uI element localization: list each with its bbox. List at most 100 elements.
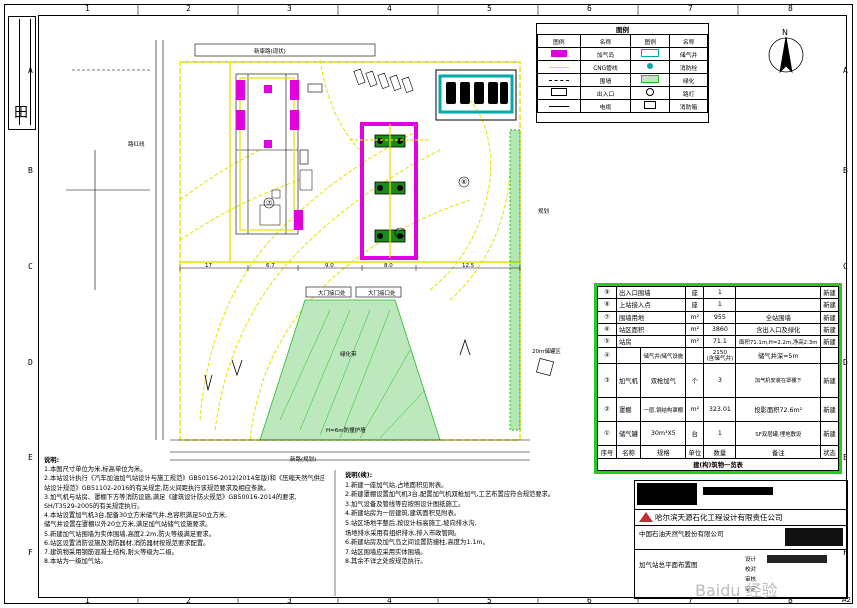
grid-row-label: E	[843, 453, 848, 462]
grid-col-label: 5	[487, 4, 492, 13]
grid-col-label: 8	[788, 596, 793, 605]
note-line: 7.站区围墙应采用实体围墙。	[345, 548, 427, 556]
grid-col-label: 4	[387, 596, 392, 605]
table-row: ⑥ 站区面积 m² 3860 含出入口及绿化 新建	[597, 322, 839, 337]
bottom-road-label: 新路(规划)	[290, 457, 317, 463]
table-row: ① 储气罐 30m³X5 台 1 SF双层罐,埋地敷设 新建	[597, 421, 839, 447]
legend-header: 名称	[669, 34, 708, 48]
legend-item: 消防栓	[669, 60, 708, 74]
note-line: 2.本站设计执行《汽车加油加气站设计与施工规范》GB50156-2012(201…	[44, 475, 324, 483]
gate-right-label: 大门接口处	[368, 291, 396, 297]
grid-col-label: 1	[85, 4, 90, 13]
height-note-label: H=6m防撞护墙	[326, 428, 366, 434]
note-line: 8.其余不详之处按规范执行。	[345, 558, 427, 566]
note-line: 1.新建一座加气站,占地面积见附表。	[345, 481, 448, 489]
table-header-row: 序号 名称 规格 单位 数量 备注 状态	[597, 445, 839, 459]
note-line: 7.建筑物采用钢筋混凝土结构,耐火等级为二级。	[44, 549, 178, 557]
north-label: N	[782, 28, 788, 37]
table-footer: 建(构)筑物一览表	[597, 457, 839, 472]
title-block: 哈尔滨天源石化工程设计有限责任公司 中国石油天然气股份有限公司 加气站总平面布置…	[634, 480, 848, 600]
drawing-frame	[4, 4, 853, 604]
grid-col-label: 4	[387, 4, 392, 13]
note-line: 3.加气设备及管线等应按照设计图纸施工。	[345, 500, 465, 508]
legend-header: 名称	[579, 34, 632, 48]
greenbelt-label: 绿化带	[340, 352, 357, 358]
note-line: 6.站区设置消防设施及消防器材,消防器材按规范要求配置。	[44, 539, 210, 547]
road-left-label: 路红线	[128, 142, 145, 148]
company-logo-icon	[639, 512, 653, 522]
legend-title: 图例	[616, 26, 629, 34]
legend-item: 消防箱	[669, 99, 708, 113]
legend-item: 出入口	[579, 86, 632, 100]
grid-col-label: 3	[287, 596, 292, 605]
grid-row-label: D	[28, 358, 33, 367]
dim-label: 8.0	[384, 263, 393, 269]
table-row: ③ 加气机 双枪加气 个 3 加气机安装在罩棚下 新建	[597, 363, 839, 399]
dim-label: 9.0	[325, 263, 334, 269]
note-line: 储气井设置在罩棚以外20立方米,满足加气站储气设施要求。	[44, 521, 212, 529]
legend: 图例 图例 名称 图例 名称 加气岛 储气井 CNG管线 消防栓 围墙 绿化	[536, 23, 709, 123]
grid-col-label: 7	[688, 4, 693, 13]
grid-row-label: A	[28, 66, 33, 75]
grid-row-label: F	[843, 548, 848, 557]
grid-col-label: 2	[186, 596, 191, 605]
note-line: SH/T3529-2005的有关规定执行。	[44, 503, 144, 511]
watermark: Baidu 经验	[695, 581, 778, 600]
table-row: ④ 储气井/储气设施 2150 (含储气井) 储气井深=5m	[597, 347, 839, 365]
note-line: 5.新建加气站围墙为实体围墙,高度2.2m,防火等级满足要求。	[44, 530, 215, 538]
legend-item: CNG管线	[579, 60, 632, 74]
grid-col-label: 8	[788, 4, 793, 13]
legend-header: 图例	[537, 34, 581, 48]
table-row: ⑨ 出入口围墙 座 1 新建	[597, 285, 839, 300]
grid-col-label: 2	[186, 4, 191, 13]
grid-row-label: C	[28, 262, 33, 271]
legend-item: 绿化	[669, 73, 708, 87]
sheet-id: A2	[841, 596, 851, 604]
binding-strip: 田	[8, 16, 36, 130]
table-row: ② 罩棚 一层,钢结构罩棚 m² 323.01 投影面积72.6m² 新建	[597, 397, 839, 423]
grid-row-label: A	[843, 66, 848, 75]
grid-row-label: E	[28, 453, 33, 462]
grid-row-label: B	[843, 166, 848, 175]
grid-col-label: 1	[85, 596, 90, 605]
note-line: 3.加气机与站房、罩棚下方等消防设施,满足《建筑设计防火规范》GB50016-2…	[44, 493, 297, 501]
grid-row-label: B	[28, 166, 33, 175]
dim-label: 6.7	[266, 263, 275, 269]
grid-col-label: 7	[688, 596, 693, 605]
note-line: 场地排水采用有组织排水,排入市政管网。	[345, 529, 461, 537]
note-line: 5.站区场地平整后,按设计标高施工,坡向排水沟,	[345, 519, 477, 527]
grid-row-label: D	[843, 358, 848, 367]
drawing-name: 加气站总平面布置图	[639, 561, 698, 569]
note-line: 4.本站设置加气机3台,配备30立方米储气井,总容积满足50立方米,	[44, 512, 228, 520]
legend-item: 加气岛	[579, 47, 632, 61]
company-name: 哈尔滨天源石化工程设计有限责任公司	[655, 513, 783, 522]
note-line: 2.新建罩棚设置加气机3台,配置加气机双枪加气,工艺布置应符合规范要求。	[345, 491, 555, 499]
drawing-inner-frame	[38, 15, 847, 598]
grid-row-label: F	[28, 548, 33, 557]
structures-table: ⑨ 出入口围墙 座 1 新建 ⑧ 上站接入点 座 1 新建 ⑦ 围墙用地 m² …	[594, 283, 842, 474]
legend-item: 电缆	[579, 99, 632, 113]
project-name: 中国石油天然气股份有限公司	[639, 530, 724, 538]
table-row: ⑦ 围墙用地 m² 955 全站围墙 新建	[597, 310, 839, 324]
notes-left: 说明: 1.本图尺寸单位为米,标高单位为米。 2.本站设计执行《汽车加油加气站设…	[44, 457, 324, 566]
note-line: 站设计规范》GB51102-2016的有关规定,防火间距执行该规范要求及相应条款…	[44, 484, 270, 492]
road-top-label: 新康路(现状)	[254, 49, 286, 55]
marker-6: ⑥	[461, 178, 468, 186]
grid-col-label: 5	[487, 596, 492, 605]
grid-row-label: C	[843, 262, 848, 271]
dim-label: 12.5	[462, 263, 475, 269]
table-row: ⑤ 站房 m² 71.1 面积71.1m,H=2.2m,净高2.3m 新建	[597, 335, 839, 349]
table-row: ⑧ 上站接入点 座 1 新建	[597, 298, 839, 312]
note-line: 8.本站为一级加气站。	[44, 558, 107, 566]
notes-right: 说明(续): 1.新建一座加气站,占地面积见附表。 2.新建罩棚设置加气机3台,…	[345, 471, 605, 567]
gate-left-label: 大门接口处	[318, 291, 346, 297]
marker-7: ⑦	[266, 199, 273, 207]
legend-header: 图例	[630, 34, 671, 48]
note-line: 1.本图尺寸单位为米,标高单位为米。	[44, 466, 147, 474]
dim-label: 17	[205, 263, 212, 269]
legend-item: 围墙	[579, 73, 632, 87]
legend-item: 储气井	[669, 47, 708, 61]
note-line: 6.新建站房及加气岛之间设置防撞柱,高度为1.1m。	[345, 539, 489, 547]
note-line: 4.新建站房为一层建筑,建筑面积见附表。	[345, 510, 461, 518]
